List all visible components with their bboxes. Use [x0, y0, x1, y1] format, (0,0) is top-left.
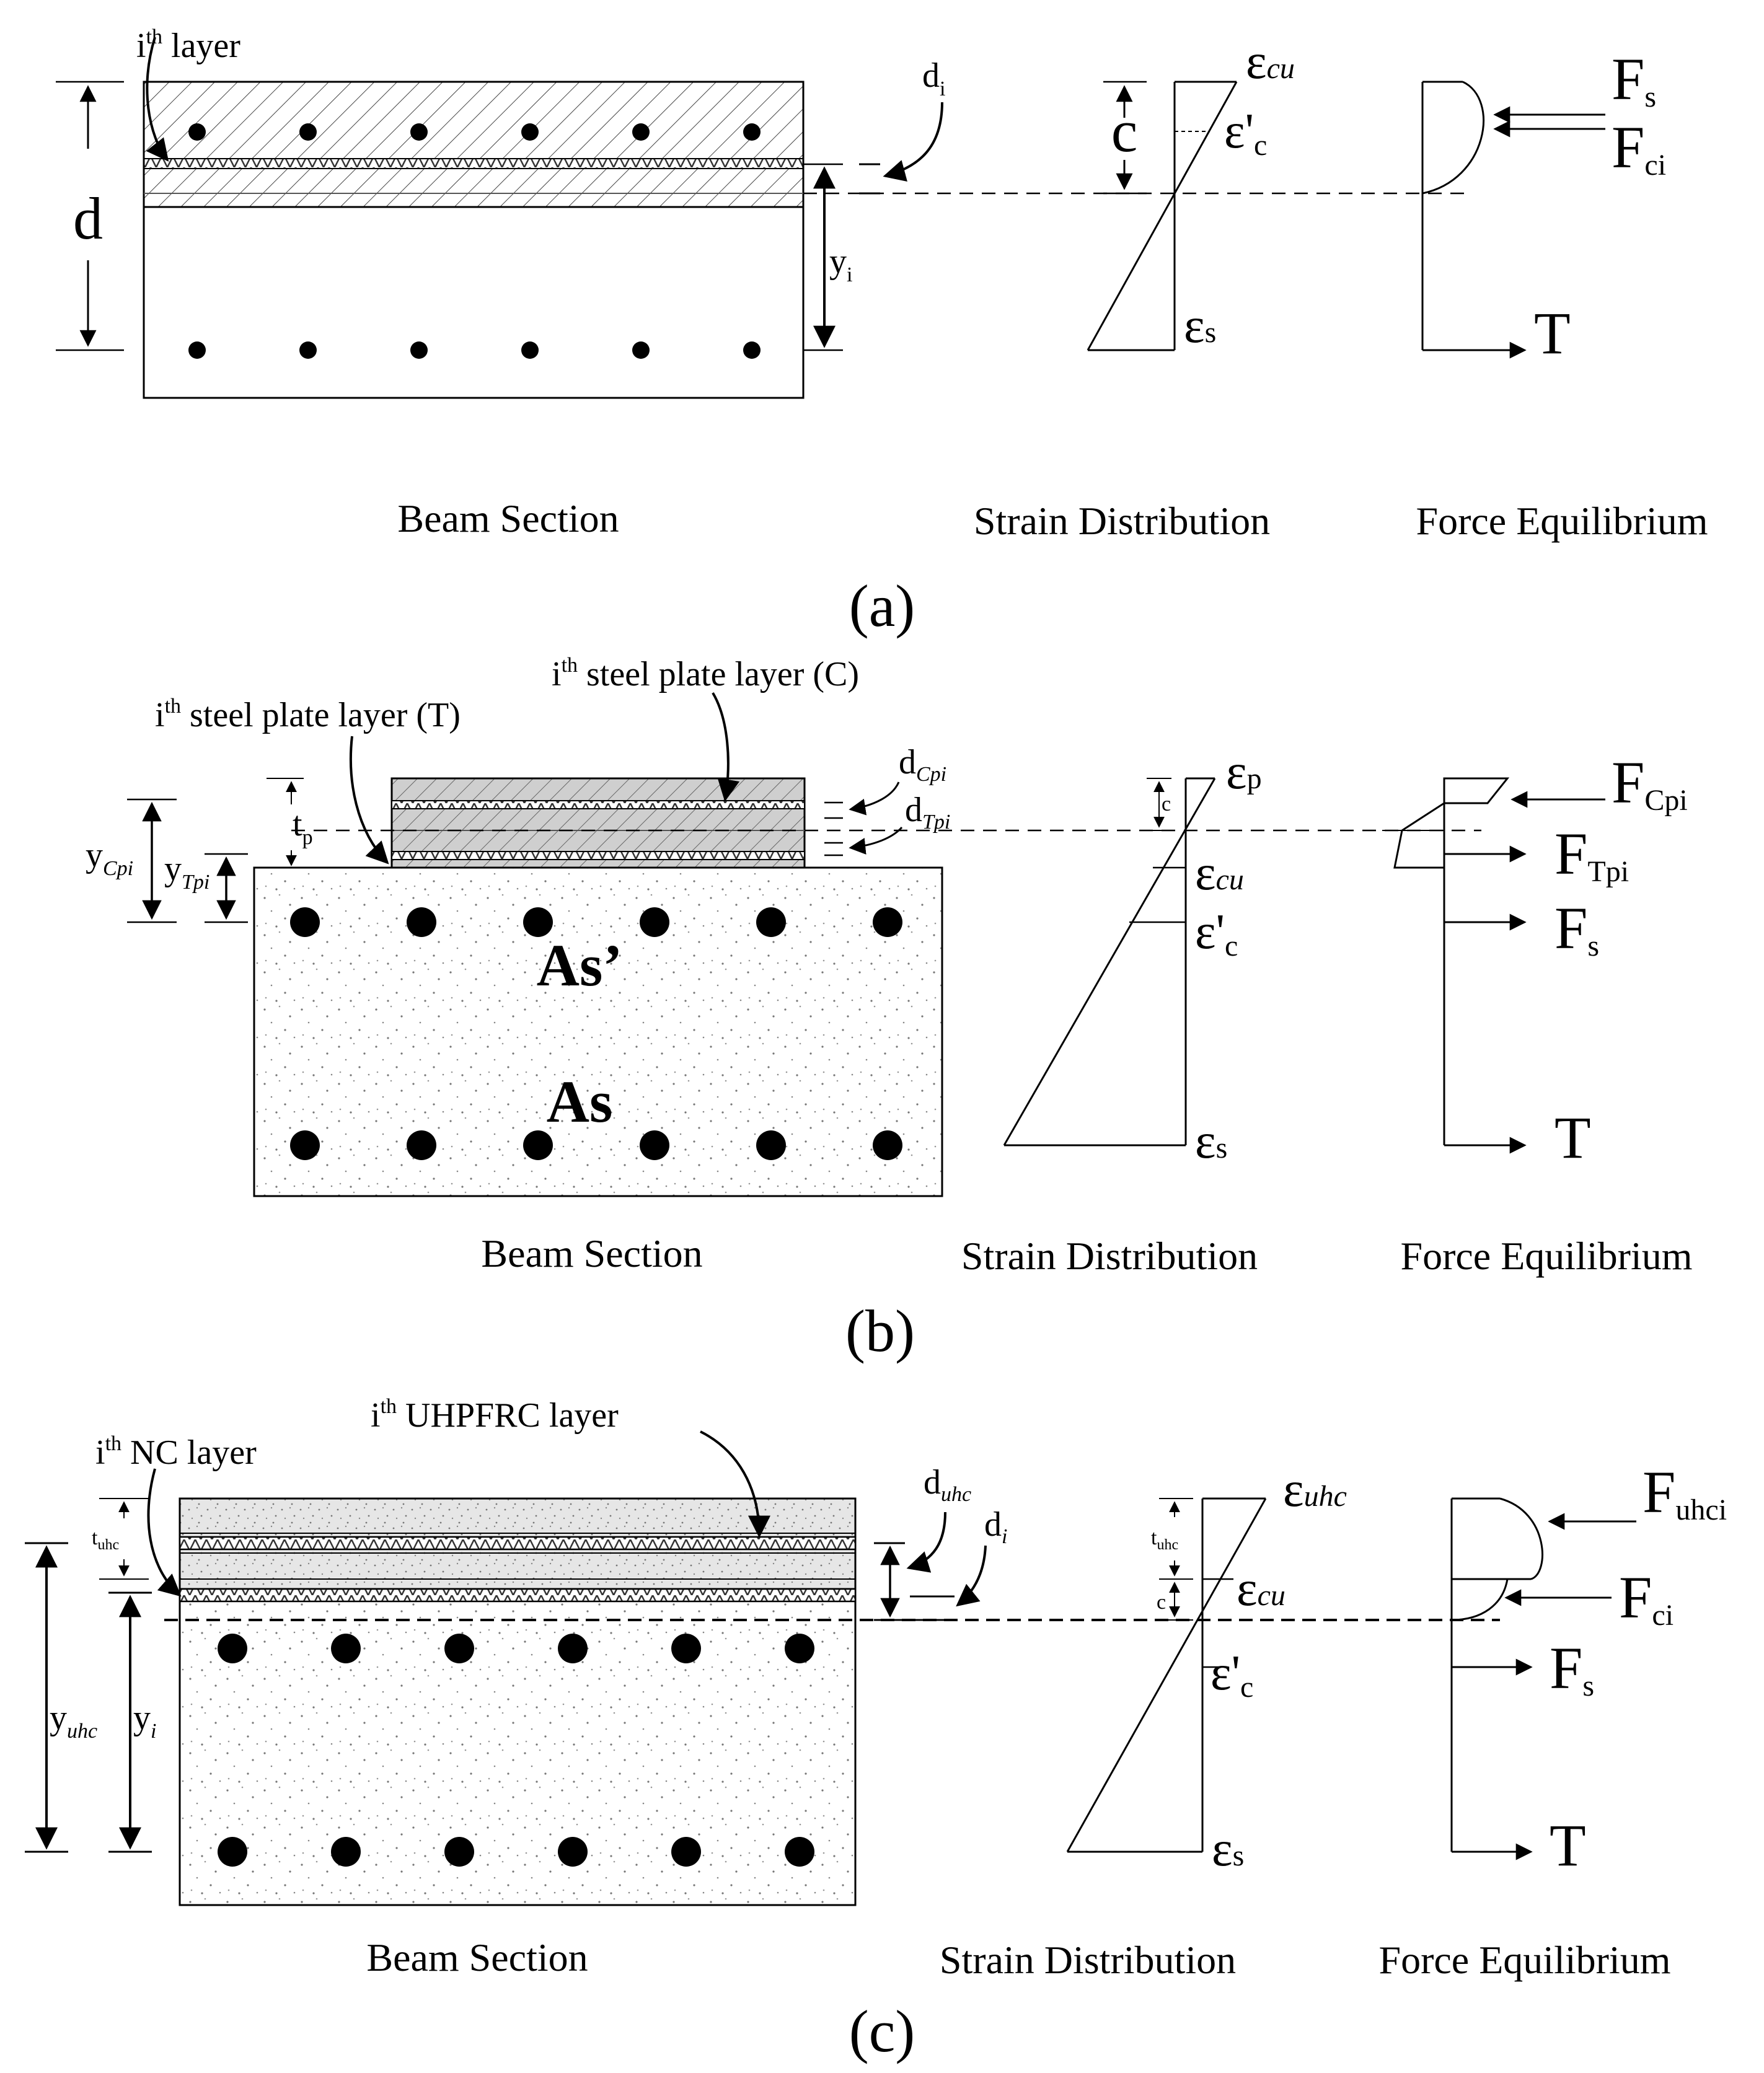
label-eps-p: εp	[1226, 745, 1262, 799]
top-rebar-row-c	[218, 1634, 814, 1663]
label-eps-c-prime-a: ε'c	[1224, 104, 1267, 162]
strain-distribution-b: c εp εcu ε'c εs	[1003, 745, 1262, 1169]
label-eps-cu-a: εcu	[1246, 35, 1295, 89]
label-eps-s-a: εs	[1184, 299, 1216, 353]
beam-section-c: tuhc yuhc yi duhc	[25, 1395, 1500, 1906]
label-plate-layer-t: ith steel plate layer (T)	[155, 695, 461, 734]
label-FCpi: FCpi	[1612, 749, 1688, 817]
label-eps-cu-b: εcu	[1195, 846, 1244, 900]
dimension-yi-a: yi	[803, 163, 852, 351]
label-yCpi: yCpi	[86, 836, 133, 880]
label-eps-c-prime-c: ε'c	[1211, 1646, 1253, 1704]
depth-dimension-d: d	[56, 81, 124, 351]
caption-beam-section-a: Beam Section	[397, 496, 619, 540]
label-tp: tp	[293, 805, 313, 849]
panel-b: As’ As tp yCpi yTpi	[86, 654, 1693, 1364]
label-As: As	[547, 1068, 613, 1135]
label-d: d	[73, 185, 103, 252]
caption-beam-section-b: Beam Section	[481, 1231, 702, 1275]
label-eps-c-prime-b: ε'c	[1195, 905, 1238, 962]
dimension-di-a: di	[859, 56, 945, 195]
label-As-prime: As’	[537, 932, 623, 998]
dimension-yTpi: yTpi	[164, 850, 248, 923]
caption-force-b: Force Equilibrium	[1400, 1234, 1692, 1278]
label-yi-c: yi	[133, 1699, 156, 1743]
panel-tag-c: (c)	[849, 1998, 915, 2064]
plate-t-callout: ith steel plate layer (T)	[155, 695, 461, 865]
panel-a: d yi di ith layer	[56, 25, 1708, 639]
label-Fuhci: Fuhci	[1643, 1459, 1727, 1526]
label-T-b: T	[1555, 1104, 1591, 1171]
caption-strain-b: Strain Distribution	[961, 1234, 1258, 1278]
label-ith-layer-a: ith layer	[136, 25, 240, 65]
nc-callout: ith NC layer	[95, 1432, 257, 1597]
label-nc-layer: ith NC layer	[95, 1432, 257, 1472]
caption-strain-a: Strain Distribution	[974, 499, 1270, 543]
label-T-a: T	[1534, 300, 1571, 366]
label-eps-s-c: εs	[1212, 1822, 1244, 1877]
label-FTpi: FTpi	[1555, 821, 1629, 888]
label-plate-layer-c: ith steel plate layer (C)	[552, 654, 859, 693]
dimension-duhc-di: duhc di	[874, 1463, 1007, 1621]
caption-force-a: Force Equilibrium	[1416, 499, 1708, 543]
label-c-b: c	[1162, 793, 1171, 816]
force-equilibrium-b: FCpi FTpi Fs T	[1382, 749, 1688, 1171]
label-di-a: di	[922, 56, 945, 100]
bottom-rebar-row-c	[218, 1837, 814, 1867]
caption-strain-c: Strain Distribution	[940, 1938, 1236, 1982]
uhpfrc-callout: ith UHPFRC layer	[371, 1395, 770, 1538]
label-c-a: c	[1111, 98, 1138, 164]
dimension-yi-c: yi	[108, 1591, 156, 1853]
force-equilibrium-a: Fs Fci T	[1421, 46, 1666, 366]
strain-distribution-a: c εcu ε'c εs	[1087, 35, 1295, 353]
caption-force-c: Force Equilibrium	[1378, 1938, 1670, 1982]
top-rebar-row-a	[188, 123, 761, 141]
beam-section-b: As’ As tp yCpi yTpi	[86, 654, 1481, 1197]
label-uhpfrc-layer: ith UHPFRC layer	[371, 1395, 619, 1435]
bottom-rebar-row-a	[188, 341, 761, 359]
label-tuhc-beam: tuhc	[92, 1526, 119, 1553]
label-Fs-b: Fs	[1555, 895, 1599, 962]
top-rebar-row-b	[290, 907, 902, 937]
label-yi-a: yi	[829, 242, 852, 286]
plate-c-callout: ith steel plate layer (C)	[552, 654, 859, 802]
label-yuhc: yuhc	[50, 1699, 97, 1743]
strain-distribution-c: tuhc c εuhc εcu ε'c εs	[1066, 1463, 1347, 1877]
beam-section-a: d yi di ith layer	[56, 25, 1469, 399]
label-Fs-c: Fs	[1550, 1635, 1594, 1702]
dimension-tp: tp	[267, 778, 313, 866]
dimension-yuhc: yuhc	[25, 1542, 97, 1853]
bottom-rebar-row-b	[290, 1130, 902, 1160]
label-eps-s-b: εs	[1195, 1114, 1227, 1169]
label-c-c: c	[1157, 1591, 1166, 1614]
label-Fci-a: Fci	[1612, 114, 1666, 182]
label-dTpi: dTpi	[905, 791, 950, 834]
label-eps-uhc: εuhc	[1283, 1463, 1347, 1517]
label-dCpi: dCpi	[899, 743, 946, 786]
dimension-yCpi: yCpi	[86, 798, 177, 923]
dimension-dCpi-dTpi: dCpi dTpi	[824, 743, 950, 856]
label-yTpi: yTpi	[164, 850, 209, 894]
label-tuhc-strain: tuhc	[1151, 1526, 1178, 1553]
caption-beam-section-c: Beam Section	[366, 1935, 588, 1979]
label-Fci-c: Fci	[1619, 1564, 1674, 1632]
label-eps-cu-c: εcu	[1237, 1562, 1286, 1616]
label-T-c: T	[1550, 1812, 1586, 1878]
panel-c: tuhc yuhc yi duhc	[25, 1395, 1727, 2064]
force-equilibrium-c: Fuhci Fci Fs T	[1450, 1459, 1727, 1878]
panel-tag-b: (b)	[845, 1298, 915, 1364]
layer-callout-a: ith layer	[136, 25, 240, 162]
label-duhc: duhc	[924, 1463, 971, 1506]
label-di-c: di	[984, 1505, 1007, 1548]
label-Fs-a: Fs	[1612, 46, 1656, 113]
panel-tag-a: (a)	[849, 573, 915, 639]
dimension-tuhc-c: tuhc	[92, 1498, 149, 1580]
